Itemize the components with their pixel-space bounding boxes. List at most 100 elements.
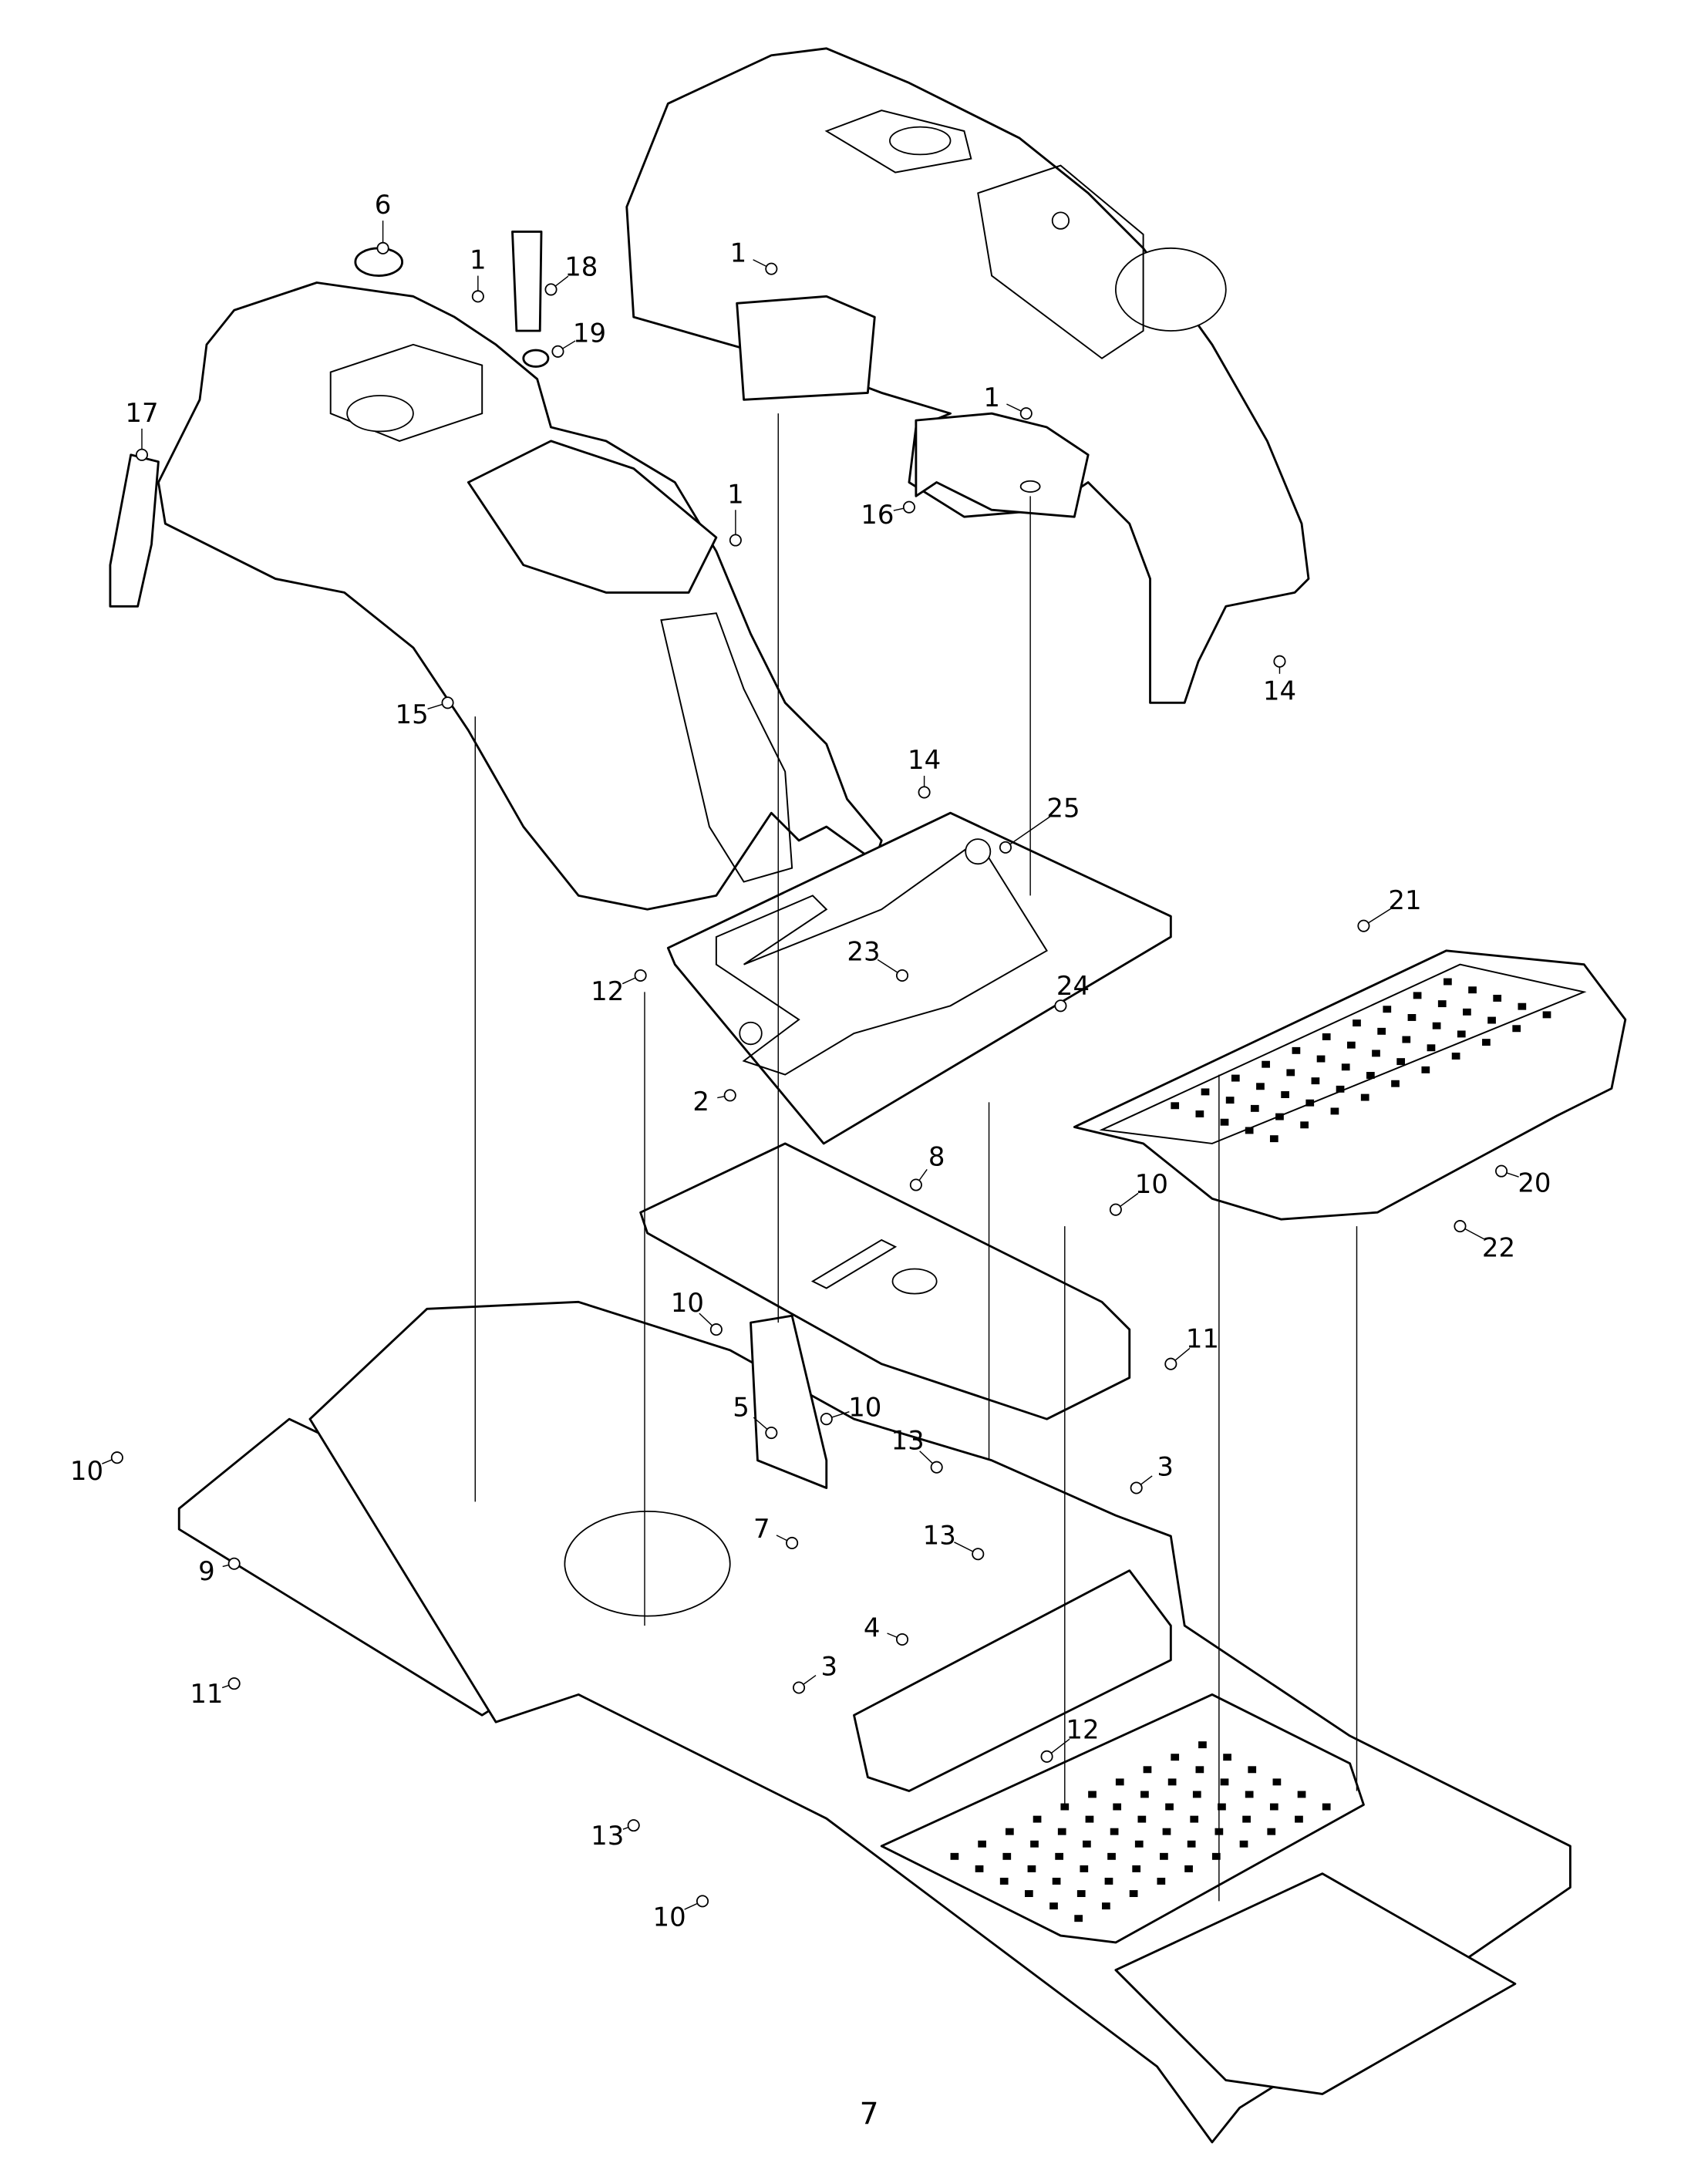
- tread-square: [1192, 1791, 1201, 1798]
- callout-25: 25: [1046, 794, 1080, 824]
- callout-3: 3: [1157, 1452, 1174, 1482]
- tread-square: [1005, 1828, 1014, 1835]
- tread-square: [999, 1878, 1009, 1885]
- tread-square: [1137, 1815, 1147, 1823]
- tread-square: [1165, 1803, 1174, 1811]
- fastener-icon: [895, 969, 909, 982]
- tread-square: [1088, 1791, 1097, 1798]
- fastener-icon: [1357, 919, 1370, 932]
- callout-1: 1: [470, 246, 487, 276]
- callout-19: 19: [573, 318, 606, 349]
- tread-square: [1322, 1033, 1331, 1040]
- tread-square: [1195, 1110, 1204, 1117]
- tread-square: [1027, 1865, 1036, 1872]
- fastener-icon: [765, 1427, 778, 1440]
- tread-square: [1383, 1006, 1392, 1013]
- page-number: 7: [860, 2098, 879, 2132]
- fastener-icon: [551, 345, 564, 358]
- tread-square: [1512, 1025, 1521, 1033]
- callout-15: 15: [396, 700, 429, 730]
- tread-square: [1057, 1828, 1066, 1835]
- tread-square: [1143, 1766, 1152, 1774]
- tread-square: [1083, 1840, 1091, 1848]
- tread-square: [1104, 1878, 1113, 1885]
- tread-square: [1134, 1840, 1144, 1848]
- tread-square: [1171, 1102, 1180, 1110]
- tread-square: [1085, 1815, 1094, 1823]
- tread-pattern: [950, 978, 1551, 1922]
- tread-square: [1245, 1791, 1254, 1798]
- mounting-plate-part: [666, 811, 1172, 1145]
- tread-square: [1269, 1803, 1278, 1811]
- fastener-icon: [972, 1548, 985, 1561]
- tread-square: [1432, 1022, 1441, 1029]
- callout-14: 14: [1263, 677, 1296, 707]
- tread-square: [1457, 1030, 1466, 1038]
- tread-square: [1281, 1091, 1289, 1098]
- tread-square: [1427, 1044, 1436, 1052]
- tread-square: [1366, 1072, 1375, 1079]
- fastener-icon: [1040, 1750, 1053, 1763]
- tread-square: [1468, 986, 1477, 994]
- tread-square: [1396, 1058, 1406, 1066]
- tread-square: [1242, 1815, 1251, 1823]
- tread-square: [1444, 978, 1452, 986]
- fastener-icon: [1109, 1203, 1122, 1216]
- leader-line: [1005, 816, 1050, 848]
- tread-square: [1262, 1060, 1270, 1068]
- tread-square: [1074, 1915, 1083, 1922]
- fastener-icon: [227, 1677, 241, 1690]
- fastener-icon: [729, 534, 742, 547]
- callout-9: 9: [198, 1557, 215, 1587]
- tread-square: [1113, 1803, 1122, 1811]
- fastener-icon: [1454, 1220, 1467, 1233]
- tread-square: [1190, 1815, 1199, 1823]
- tread-square: [1330, 1107, 1339, 1115]
- tread-square: [1033, 1815, 1042, 1823]
- tread-square: [1360, 1093, 1369, 1101]
- fastener-icon: [471, 290, 484, 303]
- tread-square: [1256, 1083, 1265, 1090]
- callout-20: 20: [1518, 1168, 1551, 1198]
- tread-square: [1167, 1778, 1177, 1786]
- tread-square: [1542, 1011, 1551, 1019]
- tread-square: [1463, 1008, 1471, 1016]
- tread-square: [1110, 1828, 1119, 1835]
- callout-12: 12: [1066, 1716, 1099, 1746]
- tread-square: [1311, 1077, 1320, 1085]
- tread-square: [1225, 1097, 1235, 1104]
- tread-square: [1157, 1878, 1166, 1885]
- tread-square: [1269, 1135, 1278, 1143]
- callout-7: 7: [753, 1515, 770, 1545]
- tread-square: [1129, 1890, 1138, 1898]
- tread-square: [1336, 1085, 1345, 1093]
- callout-1: 1: [730, 239, 747, 269]
- callout-23: 23: [847, 937, 880, 967]
- tread-square: [1171, 1754, 1180, 1761]
- tread-square: [1160, 1852, 1168, 1860]
- fastener-icon: [820, 1413, 833, 1426]
- callout-3: 3: [821, 1652, 838, 1682]
- fastener-icon: [909, 1178, 922, 1191]
- fastener-icon: [765, 262, 778, 275]
- tread-square: [1239, 1840, 1248, 1848]
- callout-6: 6: [375, 190, 392, 221]
- tread-square: [1346, 1041, 1356, 1049]
- fastener-icon: [227, 1557, 241, 1570]
- main-frame-part: [177, 1300, 1572, 2144]
- tread-square: [1407, 1014, 1417, 1021]
- tread-square: [1250, 1104, 1259, 1112]
- tread-square: [1132, 1865, 1141, 1872]
- tread-square: [1377, 1027, 1386, 1035]
- tread-square: [1162, 1828, 1171, 1835]
- tread-square: [1184, 1865, 1193, 1872]
- tread-square: [1187, 1840, 1196, 1848]
- tread-square: [1220, 1118, 1229, 1126]
- tread-square: [1198, 1741, 1207, 1749]
- callout-5: 5: [733, 1393, 750, 1424]
- tread-square: [1102, 1902, 1110, 1910]
- tread-square: [1493, 994, 1502, 1002]
- fastener-icon: [110, 1451, 123, 1464]
- tread-square: [1245, 1127, 1254, 1134]
